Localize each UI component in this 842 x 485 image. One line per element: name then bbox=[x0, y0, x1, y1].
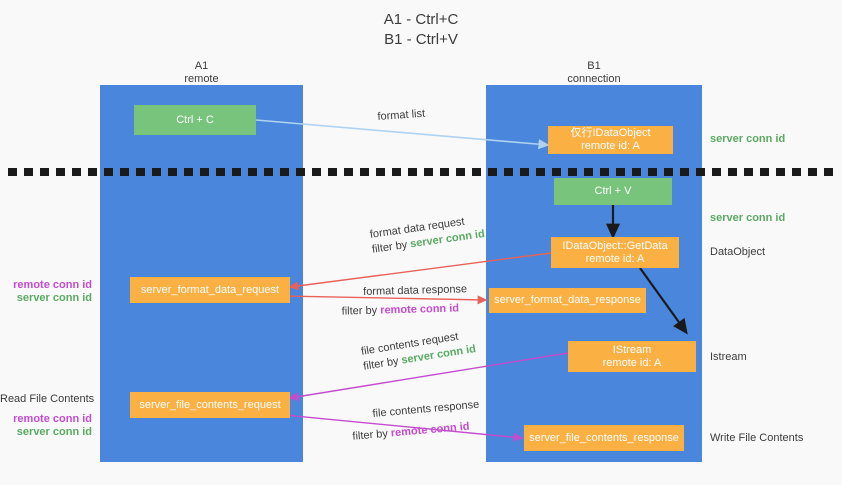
node-server-format-data-request[interactable]: server_format_data_request bbox=[130, 277, 290, 303]
right-label-istream: Istream bbox=[710, 351, 747, 363]
filter-by-label-4: filter by bbox=[352, 427, 389, 443]
node-server-file-contents-response[interactable]: server_file_contents_response bbox=[524, 425, 684, 451]
node-server-file-contents-request-label: server_file_contents_request bbox=[139, 398, 281, 411]
node-server-file-contents-response-label: server_file_contents_response bbox=[529, 431, 679, 444]
column-b1-role: connection bbox=[567, 73, 621, 85]
column-b1-name: B1 bbox=[587, 60, 601, 72]
right-label-server-conn-id-mid: server conn id bbox=[710, 212, 786, 224]
title-line-1: A1 - Ctrl+C bbox=[383, 11, 459, 28]
annotation-format-data-response: format data response filter by remote co… bbox=[342, 282, 468, 319]
remote-conn-id-key-1: remote conn id bbox=[380, 302, 460, 317]
title-line-2: B1 - Ctrl+V bbox=[384, 31, 458, 48]
node-istream[interactable]: IStream remote id: A bbox=[568, 341, 696, 372]
node-ctrl-c[interactable]: Ctrl + C bbox=[134, 105, 256, 135]
column-header-b1: B1 connection bbox=[486, 60, 702, 86]
right-label-write-file-contents: Write File Contents bbox=[710, 432, 804, 444]
node-ctrl-v[interactable]: Ctrl + V bbox=[554, 178, 672, 205]
right-label-dataobject: DataObject bbox=[710, 246, 766, 258]
node-idataobject[interactable]: 仅行IDataObject remote id: A bbox=[548, 126, 673, 154]
left-label-remote-conn-id-2: remote conn id bbox=[13, 413, 92, 425]
node-ctrl-v-label: Ctrl + V bbox=[594, 185, 632, 197]
node-idataobject-getdata[interactable]: IDataObject::GetData remote id: A bbox=[551, 237, 679, 268]
left-label-remote-conn-id-1: remote conn id bbox=[13, 279, 92, 291]
column-a1-role: remote bbox=[184, 73, 219, 85]
left-label-server-conn-id-2: server conn id bbox=[16, 426, 92, 438]
arrow-file-contents-request bbox=[288, 352, 569, 402]
left-label-read-file-contents: Read File Contents bbox=[0, 393, 95, 405]
arrow-format-data-request bbox=[288, 252, 552, 291]
arrow-format-list bbox=[255, 119, 550, 150]
node-ctrl-c-label: Ctrl + C bbox=[176, 113, 214, 126]
node-server-format-data-request-label: server_format_data_request bbox=[140, 283, 280, 296]
node-server-format-data-response[interactable]: server_format_data_response bbox=[489, 288, 646, 313]
column-a1-name: A1 bbox=[194, 60, 209, 72]
node-istream-line2: remote id: A bbox=[602, 356, 662, 369]
node-idataobject-line1: 仅行IDataObject bbox=[570, 127, 651, 139]
arrow-getdata-to-istream bbox=[639, 267, 688, 335]
filter-by-label-1: filter by bbox=[371, 238, 409, 256]
node-server-file-contents-request[interactable]: server_file_contents_request bbox=[130, 392, 290, 418]
left-label-server-conn-id-1: server conn id bbox=[16, 292, 92, 304]
column-header-a1: A1 remote bbox=[100, 60, 303, 86]
node-getdata-line1: IDataObject::GetData bbox=[562, 239, 668, 252]
node-getdata-line2: remote id: A bbox=[585, 252, 645, 265]
filter-by-label-2: filter by bbox=[341, 304, 378, 318]
phase-divider bbox=[8, 168, 838, 176]
node-istream-line1: IStream bbox=[612, 343, 652, 356]
annotation-format-list-text: format list bbox=[377, 107, 426, 123]
node-server-format-data-response-label: server_format_data_response bbox=[494, 294, 641, 306]
annotation-format-data-response-text: format data response bbox=[363, 283, 468, 298]
right-label-server-conn-id-top: server conn id bbox=[710, 133, 786, 145]
diagram-title: A1 - Ctrl+C B1 - Ctrl+V bbox=[0, 10, 842, 50]
node-idataobject-line2: remote id: A bbox=[581, 140, 640, 152]
